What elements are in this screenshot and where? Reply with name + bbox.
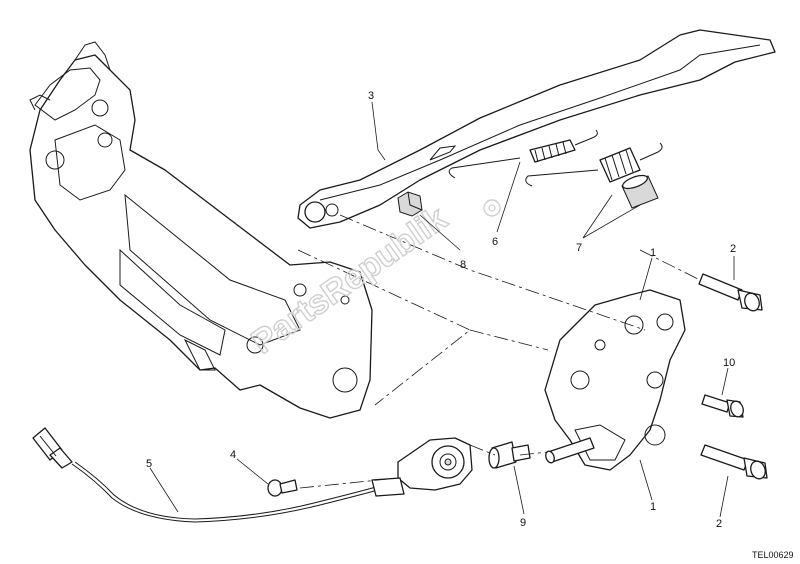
spring-sleeve (621, 174, 659, 209)
large-spring (525, 142, 663, 187)
callout-1-top: 1 (650, 247, 656, 259)
callout-5: 5 (146, 458, 152, 470)
leader-lines (149, 101, 735, 518)
small-spring (448, 129, 598, 179)
callout-8: 8 (460, 259, 466, 271)
side-stand (297, 29, 776, 229)
mounting-plate (544, 289, 686, 471)
side-stand-switch (397, 437, 473, 491)
cable-connector (32, 427, 405, 523)
frame-bracket (29, 41, 373, 419)
reference-code: TEL00629 (752, 550, 794, 560)
watermark-gear-icon (483, 199, 501, 217)
callout-3: 3 (368, 90, 374, 102)
callout-2-top: 2 (730, 243, 736, 255)
callout-10: 10 (723, 357, 735, 369)
bushing (397, 191, 423, 217)
screw-lower (700, 444, 768, 480)
callout-6: 6 (492, 236, 498, 248)
callout-2-bottom: 2 (716, 518, 722, 530)
callout-9: 9 (520, 517, 526, 529)
callout-7: 7 (576, 242, 582, 254)
spacer (488, 441, 531, 469)
screw-upper (698, 273, 763, 312)
assembly-axis-line (297, 214, 701, 489)
sensor-screw (267, 479, 298, 497)
callout-1-bottom: 1 (650, 501, 656, 513)
plate-pin (545, 437, 595, 464)
screw-middle (701, 394, 744, 418)
callout-4: 4 (230, 449, 236, 461)
